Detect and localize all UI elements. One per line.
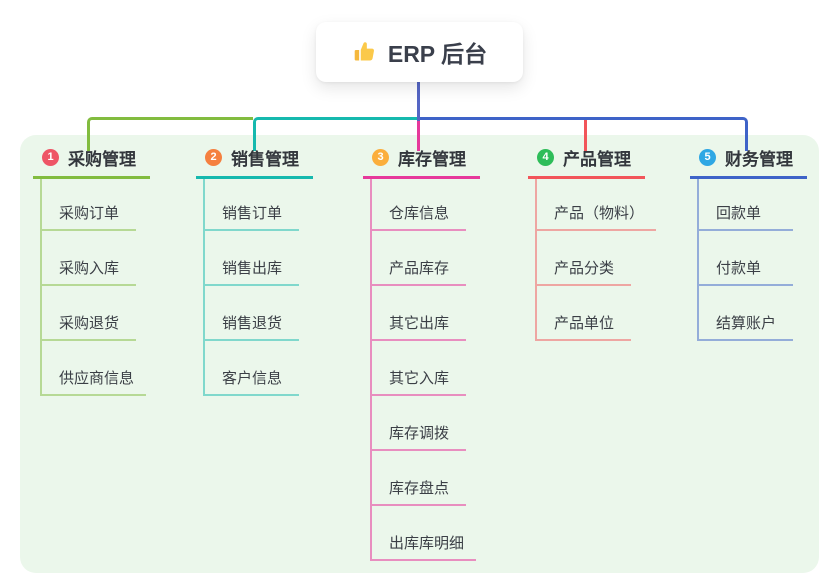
- branch-node-purchase[interactable]: 1 采购管理: [33, 144, 150, 179]
- child-node[interactable]: 其它入库: [372, 341, 466, 396]
- child-node[interactable]: 库存盘点: [372, 451, 466, 506]
- map-background-panel: [20, 135, 819, 573]
- branch-number-badge: 5: [699, 148, 716, 166]
- branch-sales: 2 销售管理 销售订单 销售出库 销售退货 客户信息: [196, 144, 313, 396]
- child-node[interactable]: 销售退货: [205, 286, 299, 341]
- branch-product: 4 产品管理 产品（物料） 产品分类 产品单位: [528, 144, 657, 341]
- child-node[interactable]: 产品库存: [372, 231, 466, 286]
- branch-node-inventory[interactable]: 3 库存管理: [363, 144, 480, 179]
- child-node[interactable]: 产品单位: [537, 286, 631, 341]
- child-node[interactable]: 结算账户: [699, 286, 793, 341]
- child-node[interactable]: 销售订单: [205, 179, 299, 231]
- branch-node-sales[interactable]: 2 销售管理: [196, 144, 313, 179]
- child-node[interactable]: 销售出库: [205, 231, 299, 286]
- child-node[interactable]: 出库库明细: [372, 506, 477, 561]
- branch-children: 采购订单 采购入库 采购退货 供应商信息: [40, 179, 150, 396]
- branch-purchase: 1 采购管理 采购订单 采购入库 采购退货 供应商信息: [33, 144, 150, 396]
- connector-branch-finance: [418, 117, 748, 151]
- branch-label: 库存管理: [398, 149, 466, 169]
- child-node[interactable]: 采购订单: [42, 179, 136, 231]
- connector-branch-inventory: [417, 120, 420, 151]
- connector-branch-product: [584, 119, 587, 151]
- branch-finance: 5 财务管理 回款单 付款单 结算账户: [690, 144, 807, 341]
- branch-label: 财务管理: [725, 149, 793, 169]
- branch-label: 产品管理: [563, 149, 631, 169]
- branch-children: 回款单 付款单 结算账户: [697, 179, 807, 341]
- child-node[interactable]: 产品分类: [537, 231, 631, 286]
- child-node[interactable]: 客户信息: [205, 341, 299, 396]
- connector-branch-purchase: [87, 117, 253, 151]
- branch-number-badge: 4: [537, 148, 554, 166]
- root-label: ERP 后台: [387, 41, 488, 67]
- connector-root: [417, 82, 420, 121]
- branch-children: 产品（物料） 产品分类 产品单位: [535, 179, 657, 341]
- child-node[interactable]: 供应商信息: [42, 341, 147, 396]
- child-node[interactable]: 付款单: [699, 231, 793, 286]
- child-node[interactable]: 其它出库: [372, 286, 466, 341]
- branch-number-badge: 1: [42, 148, 59, 166]
- child-node[interactable]: 回款单: [699, 179, 793, 231]
- branch-number-badge: 3: [372, 148, 389, 166]
- child-node[interactable]: 产品（物料）: [537, 179, 657, 231]
- branch-label: 采购管理: [68, 149, 136, 169]
- child-node[interactable]: 仓库信息: [372, 179, 466, 231]
- branch-children: 仓库信息 产品库存 其它出库 其它入库 库存调拨 库存盘点 出库库明细: [370, 179, 480, 561]
- branch-inventory: 3 库存管理 仓库信息 产品库存 其它出库 其它入库 库存调拨 库存盘点 出库库…: [363, 144, 480, 561]
- branch-node-product[interactable]: 4 产品管理: [528, 144, 645, 179]
- child-node[interactable]: 采购退货: [42, 286, 136, 341]
- branch-label: 销售管理: [231, 149, 299, 169]
- thumbs-up-icon: [352, 39, 378, 65]
- branch-node-finance[interactable]: 5 财务管理: [690, 144, 807, 179]
- branch-number-badge: 2: [205, 148, 222, 166]
- branch-children: 销售订单 销售出库 销售退货 客户信息: [203, 179, 313, 396]
- root-node[interactable]: ERP 后台: [316, 22, 523, 82]
- connector-branch-sales: [253, 117, 418, 151]
- child-node[interactable]: 库存调拨: [372, 396, 466, 451]
- child-node[interactable]: 采购入库: [42, 231, 136, 286]
